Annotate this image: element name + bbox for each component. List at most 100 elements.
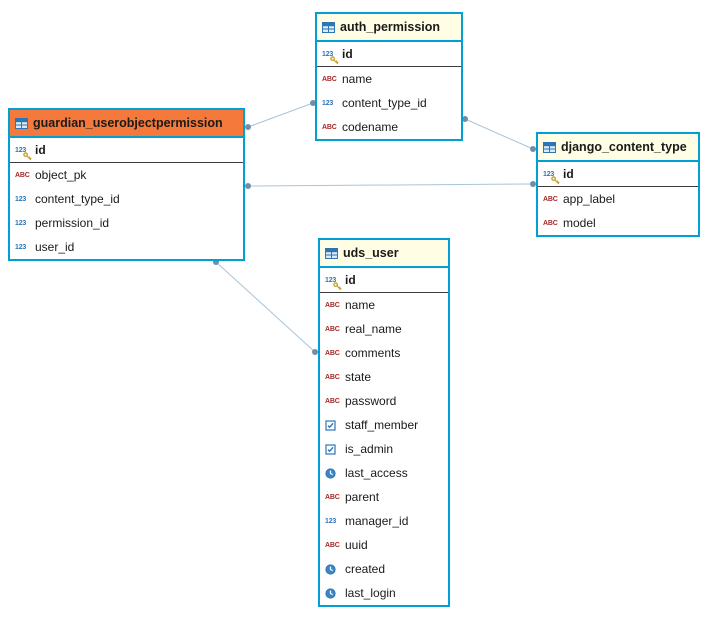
text-type-icon: ABC bbox=[325, 541, 340, 549]
column-row-staff_member[interactable]: staff_member bbox=[320, 413, 448, 437]
column-name: parent bbox=[345, 490, 380, 504]
column-name: id bbox=[342, 47, 353, 61]
column-name: is_admin bbox=[345, 442, 394, 456]
primary-key-icon: 123 bbox=[15, 147, 35, 160]
column-name: name bbox=[345, 298, 376, 312]
column-row-codename[interactable]: ABC codename bbox=[317, 115, 461, 139]
text-type-icon: ABC bbox=[543, 195, 558, 203]
column-row-name[interactable]: ABC name bbox=[320, 293, 448, 317]
relation-endpoint-dot bbox=[462, 116, 468, 122]
text-type-icon: ABC bbox=[325, 373, 340, 381]
primary-key-icon: 123 bbox=[322, 51, 342, 64]
table-header[interactable]: guardian_userobjectpermission bbox=[10, 110, 243, 138]
column-row-name[interactable]: ABC name bbox=[317, 67, 461, 91]
column-name: staff_member bbox=[345, 418, 419, 432]
column-row-comments[interactable]: ABC comments bbox=[320, 341, 448, 365]
column-name: comments bbox=[345, 346, 401, 360]
text-type-icon: ABC bbox=[322, 123, 337, 131]
relation-endpoint-dot bbox=[245, 124, 251, 130]
table-title: auth_permission bbox=[340, 20, 441, 34]
relation-guardian_userobjectpermission-to-django_content_type bbox=[245, 181, 536, 189]
boolean-type-icon bbox=[325, 443, 345, 455]
column-name: uuid bbox=[345, 538, 368, 552]
datetime-type-icon bbox=[325, 563, 345, 575]
text-type-icon: ABC bbox=[325, 397, 340, 405]
relation-guardian_userobjectpermission-to-auth_permission bbox=[245, 100, 316, 130]
relation-endpoint-dot bbox=[530, 146, 536, 152]
table-header[interactable]: uds_user bbox=[320, 240, 448, 268]
text-type-icon: ABC bbox=[322, 75, 337, 83]
relation-endpoint-dot bbox=[310, 100, 316, 106]
column-row-parent[interactable]: ABC parent bbox=[320, 485, 448, 509]
primary-key-icon: 123 bbox=[543, 171, 563, 184]
table-grid-icon bbox=[322, 21, 340, 33]
column-row-last_login[interactable]: last_login bbox=[320, 581, 448, 605]
column-row-last_access[interactable]: last_access bbox=[320, 461, 448, 485]
column-name: created bbox=[345, 562, 386, 576]
column-name: password bbox=[345, 394, 397, 408]
column-name: name bbox=[342, 72, 373, 86]
column-name: content_type_id bbox=[342, 96, 427, 110]
column-name: object_pk bbox=[35, 168, 87, 182]
relation-endpoint-dot bbox=[530, 181, 536, 187]
relation-auth_permission-to-django_content_type bbox=[462, 116, 536, 152]
column-name: id bbox=[35, 143, 46, 157]
column-name: id bbox=[345, 273, 356, 287]
table-title: guardian_userobjectpermission bbox=[33, 116, 223, 130]
text-type-icon: ABC bbox=[325, 349, 340, 357]
column-name: last_login bbox=[345, 586, 396, 600]
column-name: content_type_id bbox=[35, 192, 120, 206]
column-name: permission_id bbox=[35, 216, 110, 230]
table-header[interactable]: django_content_type bbox=[538, 134, 698, 162]
column-name: codename bbox=[342, 120, 399, 134]
column-name: id bbox=[563, 167, 574, 181]
table-title: django_content_type bbox=[561, 140, 687, 154]
column-row-user_id[interactable]: 123 user_id bbox=[10, 235, 243, 259]
column-row-content_type_id[interactable]: 123 content_type_id bbox=[10, 187, 243, 211]
column-row-uuid[interactable]: ABC uuid bbox=[320, 533, 448, 557]
relation-guardian_userobjectpermission-to-uds_user bbox=[213, 259, 318, 355]
boolean-type-icon bbox=[325, 419, 345, 431]
column-row-object_pk[interactable]: ABC object_pk bbox=[10, 163, 243, 187]
column-row-permission_id[interactable]: 123 permission_id bbox=[10, 211, 243, 235]
column-row-app_label[interactable]: ABC app_label bbox=[538, 187, 698, 211]
table-header[interactable]: auth_permission bbox=[317, 14, 461, 42]
text-type-icon: ABC bbox=[543, 219, 558, 227]
number-type-icon: 123 bbox=[325, 517, 337, 525]
text-type-icon: ABC bbox=[15, 171, 30, 179]
relation-endpoint-dot bbox=[245, 183, 251, 189]
text-type-icon: ABC bbox=[325, 301, 340, 309]
column-row-is_admin[interactable]: is_admin bbox=[320, 437, 448, 461]
datetime-type-icon bbox=[325, 467, 345, 479]
number-type-icon: 123 bbox=[15, 243, 27, 251]
datetime-type-icon bbox=[325, 587, 345, 599]
table-title: uds_user bbox=[343, 246, 399, 260]
table-grid-icon bbox=[325, 247, 343, 259]
number-type-icon: 123 bbox=[15, 219, 27, 227]
column-name: model bbox=[563, 216, 596, 230]
primary-key-icon: 123 bbox=[325, 277, 345, 290]
number-type-icon: 123 bbox=[15, 195, 27, 203]
column-row-password[interactable]: ABC password bbox=[320, 389, 448, 413]
relation-endpoint-dot bbox=[312, 349, 318, 355]
column-row-created[interactable]: created bbox=[320, 557, 448, 581]
column-row-model[interactable]: ABC model bbox=[538, 211, 698, 235]
text-type-icon: ABC bbox=[325, 493, 340, 501]
column-name: app_label bbox=[563, 192, 616, 206]
column-name: user_id bbox=[35, 240, 75, 254]
text-type-icon: ABC bbox=[325, 325, 340, 333]
